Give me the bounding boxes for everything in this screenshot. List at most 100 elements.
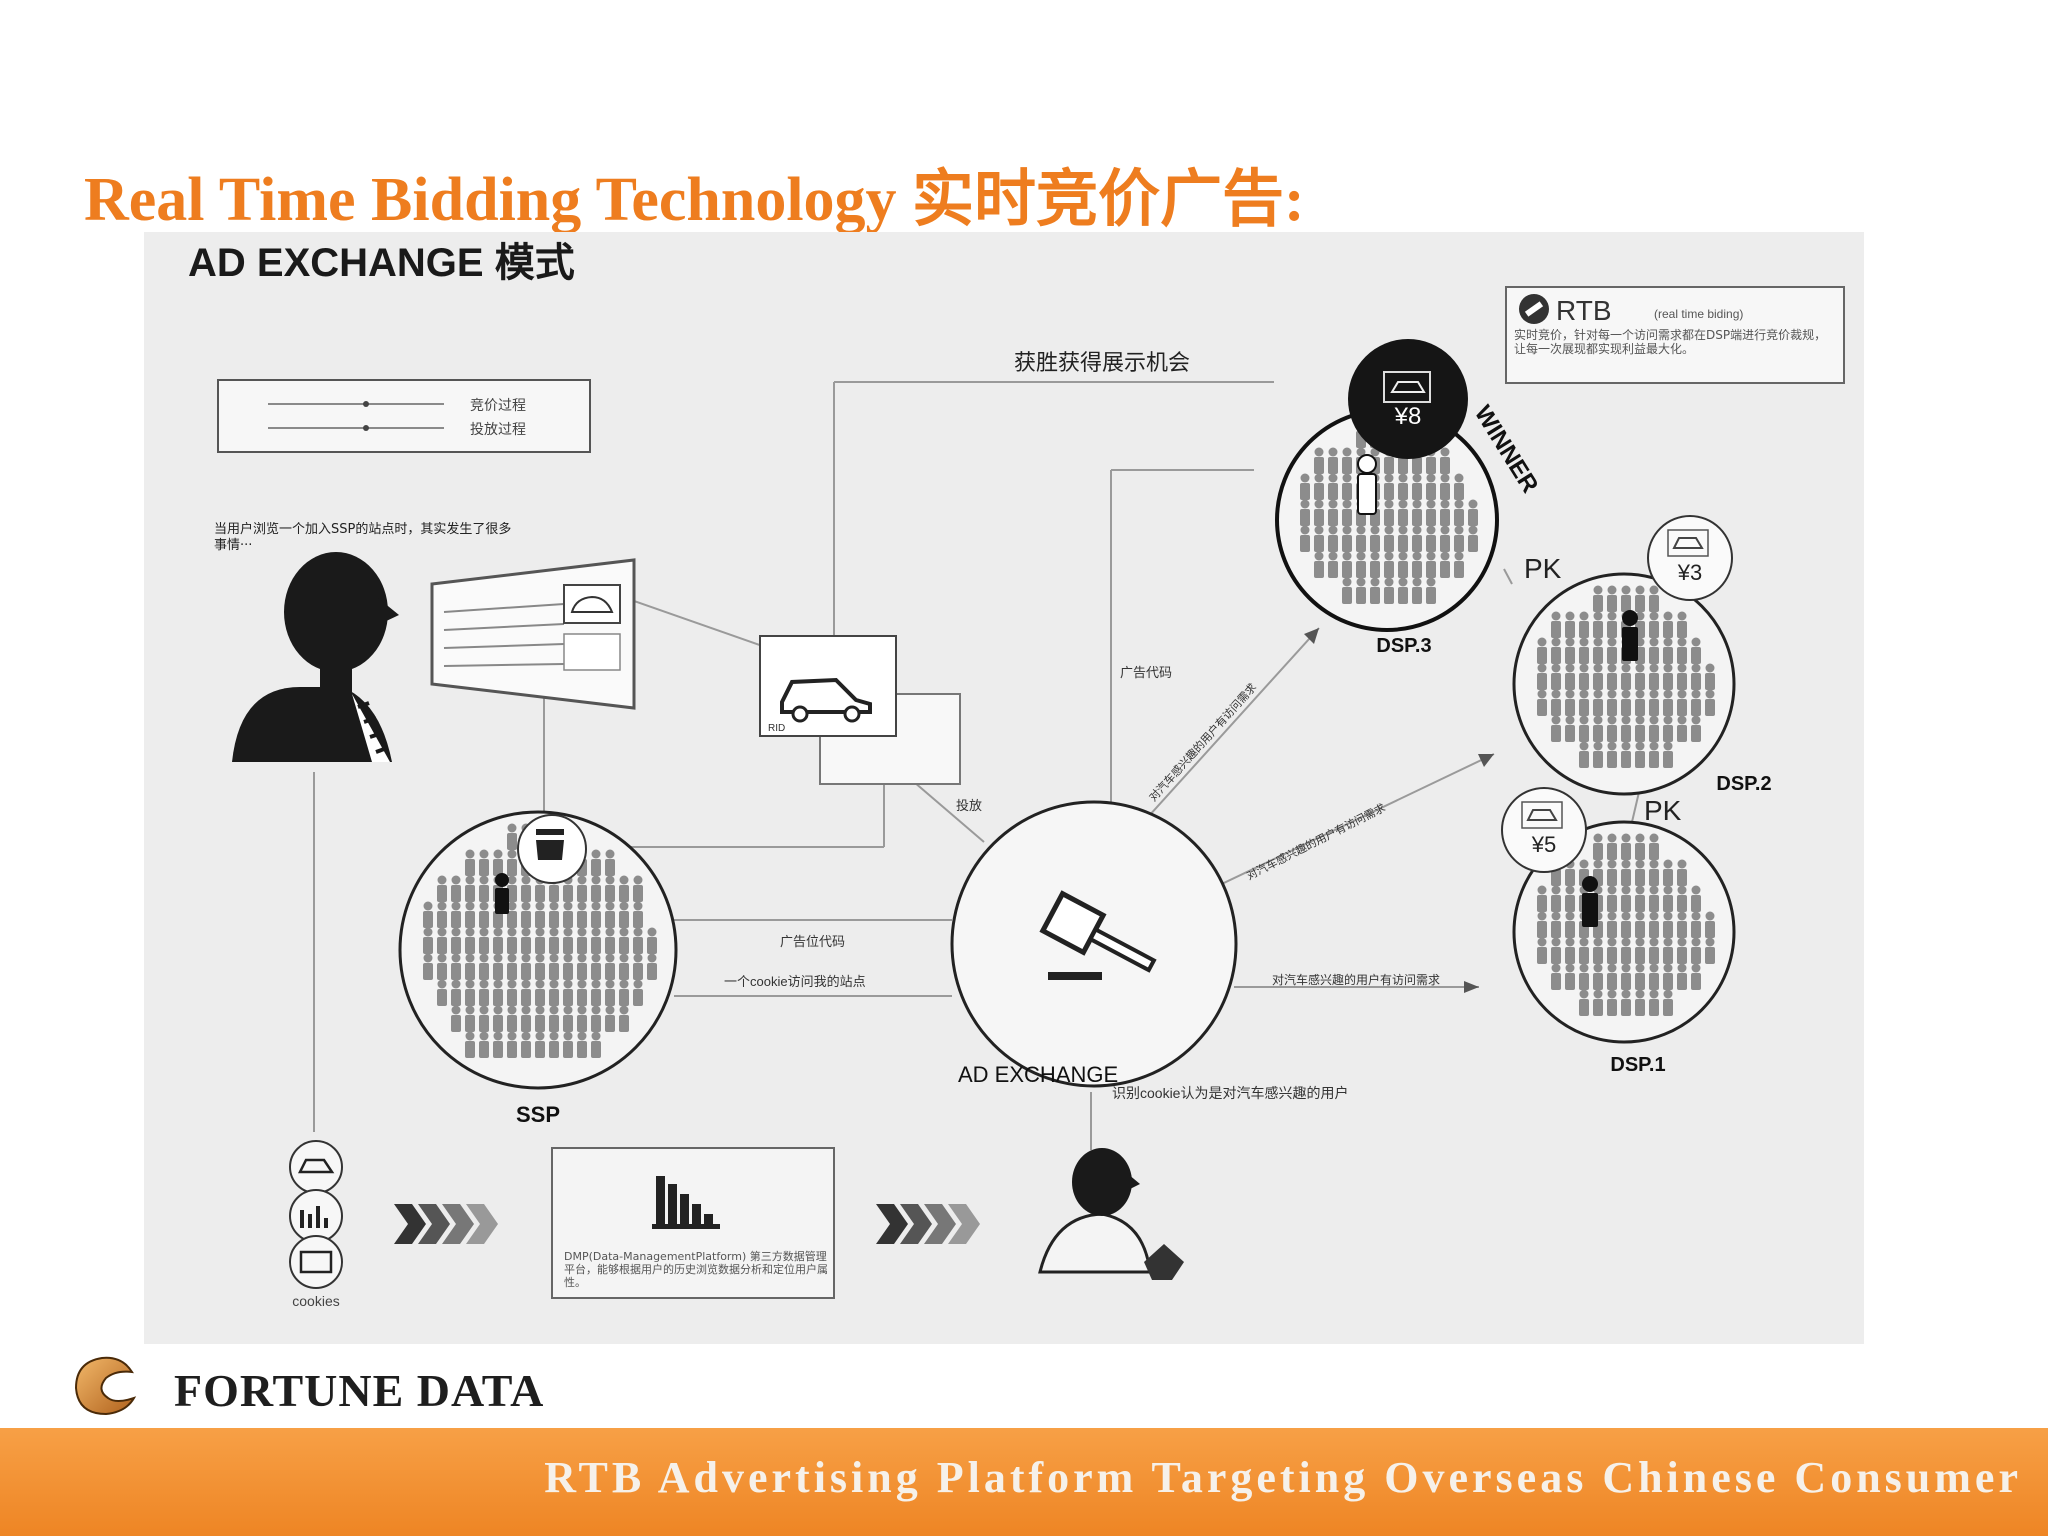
dsp2-label: DSP.2 — [1716, 773, 1771, 795]
person-icon — [1412, 551, 1422, 578]
person-icon — [1579, 963, 1589, 990]
brand-name: FORTUNE DATA — [174, 1365, 545, 1416]
person-icon — [1705, 689, 1715, 716]
person-icon — [465, 953, 475, 980]
person-icon — [591, 901, 601, 928]
person-icon — [1677, 637, 1687, 664]
person-icon — [591, 875, 601, 902]
person-icon — [437, 927, 447, 954]
person-icon — [1691, 963, 1701, 990]
person-icon — [1621, 963, 1631, 990]
person-icon — [1565, 663, 1575, 690]
person-icon — [521, 953, 531, 980]
person-icon — [1384, 499, 1394, 526]
person-icon — [1649, 715, 1659, 742]
person-icon — [549, 979, 559, 1006]
person-icon — [1649, 859, 1659, 886]
person-icon — [563, 979, 573, 1006]
slide-title: Real Time Bidding Technology 实时竞价广告: — [84, 166, 1305, 234]
person-icon — [1593, 741, 1603, 768]
person-icon — [1649, 585, 1659, 612]
person-icon — [1356, 577, 1366, 604]
person-icon — [1551, 937, 1561, 964]
person-icon — [1551, 885, 1561, 912]
person-icon — [521, 1031, 531, 1058]
person-icon — [521, 901, 531, 928]
person-icon — [1565, 937, 1575, 964]
person-icon — [1412, 525, 1422, 552]
person-icon — [1607, 911, 1617, 938]
person-icon — [619, 901, 629, 928]
dsp1-bid-bubble — [1501, 787, 1587, 873]
person-icon — [619, 979, 629, 1006]
dsp2-car-icon — [1672, 537, 1704, 549]
person-icon — [521, 979, 531, 1006]
person-icon — [1454, 525, 1464, 552]
person-icon — [1663, 937, 1673, 964]
person-icon — [563, 901, 573, 928]
person-icon — [549, 901, 559, 928]
person-icon — [451, 927, 461, 954]
person-icon — [493, 979, 503, 1006]
person-icon — [619, 875, 629, 902]
person-icon — [507, 849, 517, 876]
person-icon — [1579, 611, 1589, 638]
person-icon — [563, 927, 573, 954]
person-icon — [619, 927, 629, 954]
person-icon — [1593, 585, 1603, 612]
dsp1-user-figure — [1582, 876, 1598, 927]
person-icon — [1328, 499, 1338, 526]
person-icon — [1342, 577, 1352, 604]
person-icon — [1426, 525, 1436, 552]
person-icon — [1691, 937, 1701, 964]
ad-exchange-diagram: AD EXCHANGE 模式 竞价过程 投放过程 RTB (real time … — [144, 232, 1864, 1344]
ssp-user-figure — [495, 873, 509, 914]
ssp-label: SSP — [516, 1102, 560, 1127]
person-icon — [1677, 859, 1687, 886]
person-icon — [591, 979, 601, 1006]
person-icon — [1635, 689, 1645, 716]
rtb-description: 实时竞价，针对每一个访问需求都在DSP端进行竞价裁规，让每一次展现都实现利益最大… — [1514, 328, 1827, 356]
person-icon — [1300, 499, 1310, 526]
person-icon — [1663, 911, 1673, 938]
person-icon — [1565, 963, 1575, 990]
dsp2-bid-bubble — [1647, 515, 1733, 601]
demand-dsp2-label: 对汽车感兴趣的用户有访问需求 — [1244, 800, 1388, 882]
person-icon — [577, 1031, 587, 1058]
person-icon — [1565, 885, 1575, 912]
person-icon — [493, 1005, 503, 1032]
person-icon — [535, 1031, 545, 1058]
person-icon — [591, 953, 601, 980]
demand-dsp1-label: 对汽车感兴趣的用户有访问需求 — [1272, 972, 1440, 987]
person-icon — [1314, 525, 1324, 552]
person-icon — [1565, 637, 1575, 664]
user-note: 当用户浏览一个加入SSP的站点时，其实发生了很多事情··· — [214, 522, 512, 553]
dsp3-bid-bubble — [1348, 339, 1468, 459]
person-icon — [1649, 689, 1659, 716]
arrow-heads — [1304, 628, 1494, 993]
person-icon — [1593, 637, 1603, 664]
ad-exchange-node: AD EXCHANGE — [950, 800, 1238, 1088]
person-icon — [1454, 551, 1464, 578]
person-icon — [577, 875, 587, 902]
person-icon — [1384, 577, 1394, 604]
ad-creative-card: RID — [759, 635, 961, 785]
person-icon — [479, 901, 489, 928]
person-icon — [1398, 525, 1408, 552]
person-icon — [1314, 447, 1324, 474]
person-icon — [535, 927, 545, 954]
person-icon — [423, 927, 433, 954]
fortune-data-logo-icon — [74, 1356, 137, 1416]
person-icon — [1356, 525, 1366, 552]
person-icon — [1551, 663, 1561, 690]
person-icon — [1663, 963, 1673, 990]
person-icon — [1635, 715, 1645, 742]
user-silhouette-icon — [232, 552, 399, 762]
person-icon — [1691, 663, 1701, 690]
person-icon — [1342, 473, 1352, 500]
ssp-node: SSP — [398, 810, 678, 1127]
person-icon — [605, 901, 615, 928]
person-icon — [1579, 989, 1589, 1016]
person-icon — [507, 1005, 517, 1032]
person-icon — [465, 1031, 475, 1058]
